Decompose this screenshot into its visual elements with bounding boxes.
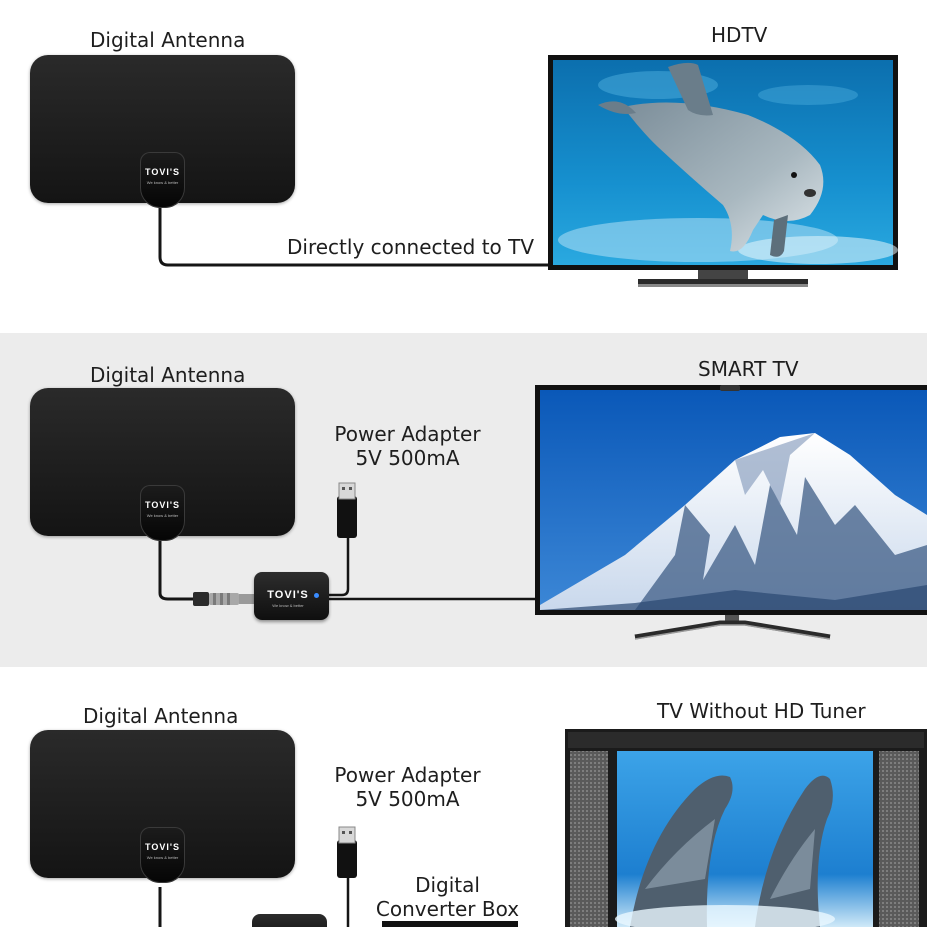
crt-tv-illustration [565,729,927,927]
smart-tv [535,385,927,645]
antenna-cables [158,826,518,927]
connection-label: Directly connected to TV [287,235,535,259]
signal-amplifier [252,914,327,927]
converter-box-line2: Converter Box [375,897,520,921]
converter-box-line1: Digital [415,873,480,897]
power-adapter-label: Power Adapter 5V 500mA [320,763,495,811]
signal-amplifier: TOVI'S We know & better [254,572,329,620]
converter-box-setup-panel: Digital Antenna TOVI'S We know & better … [0,667,927,927]
smart-tv-setup-panel: Digital Antenna TOVI'S We know & better … [0,333,927,667]
antenna-label: Digital Antenna [90,363,246,387]
tv-label: TV Without HD Tuner [657,699,866,723]
digital-antenna: TOVI'S We know & better [30,388,295,541]
antenna-hub: TOVI'S We know & better [140,485,185,541]
smart-tv-illustration [535,385,927,640]
antenna-brand-logo: TOVI'S [145,167,180,177]
antenna-cable [158,205,552,267]
antenna-hub: TOVI'S We know & better [140,152,185,208]
antenna-brand-logo: TOVI'S [145,842,180,852]
power-adapter-line2: 5V 500mA [355,446,460,470]
tv-label: HDTV [711,23,768,47]
antenna-slogan: We know & better [146,180,179,185]
antenna-hub: TOVI'S We know & better [140,827,185,883]
hdtv-setup-panel: Digital Antenna TOVI'S We know & better … [0,0,927,333]
power-adapter-line1: Power Adapter [334,763,481,787]
usb-plug [337,840,357,878]
crt-tv [565,729,927,927]
converter-box-edge [382,921,518,927]
antenna-slogan: We know & better [146,855,179,860]
digital-antenna: TOVI'S We know & better [30,730,295,883]
amplifier-brand-logo: TOVI'S [267,589,309,601]
power-adapter-line1: Power Adapter [334,422,481,446]
converter-box-label: Digital Converter Box [370,873,525,921]
power-adapter-label: Power Adapter 5V 500mA [320,422,495,470]
hdtv [548,55,898,295]
antenna-cables [158,482,537,606]
antenna-label: Digital Antenna [90,28,246,52]
usb-plug [337,496,357,538]
hdtv-illustration [548,55,898,287]
amplifier-slogan: We know & better [272,603,304,608]
antenna-label: Digital Antenna [83,704,239,728]
digital-antenna: TOVI'S We know & better [30,55,295,208]
power-adapter-line2: 5V 500mA [355,787,460,811]
amplifier-led [314,593,319,598]
tv-label: SMART TV [698,357,799,381]
antenna-brand-logo: TOVI'S [145,500,180,510]
antenna-slogan: We know & better [146,513,179,518]
